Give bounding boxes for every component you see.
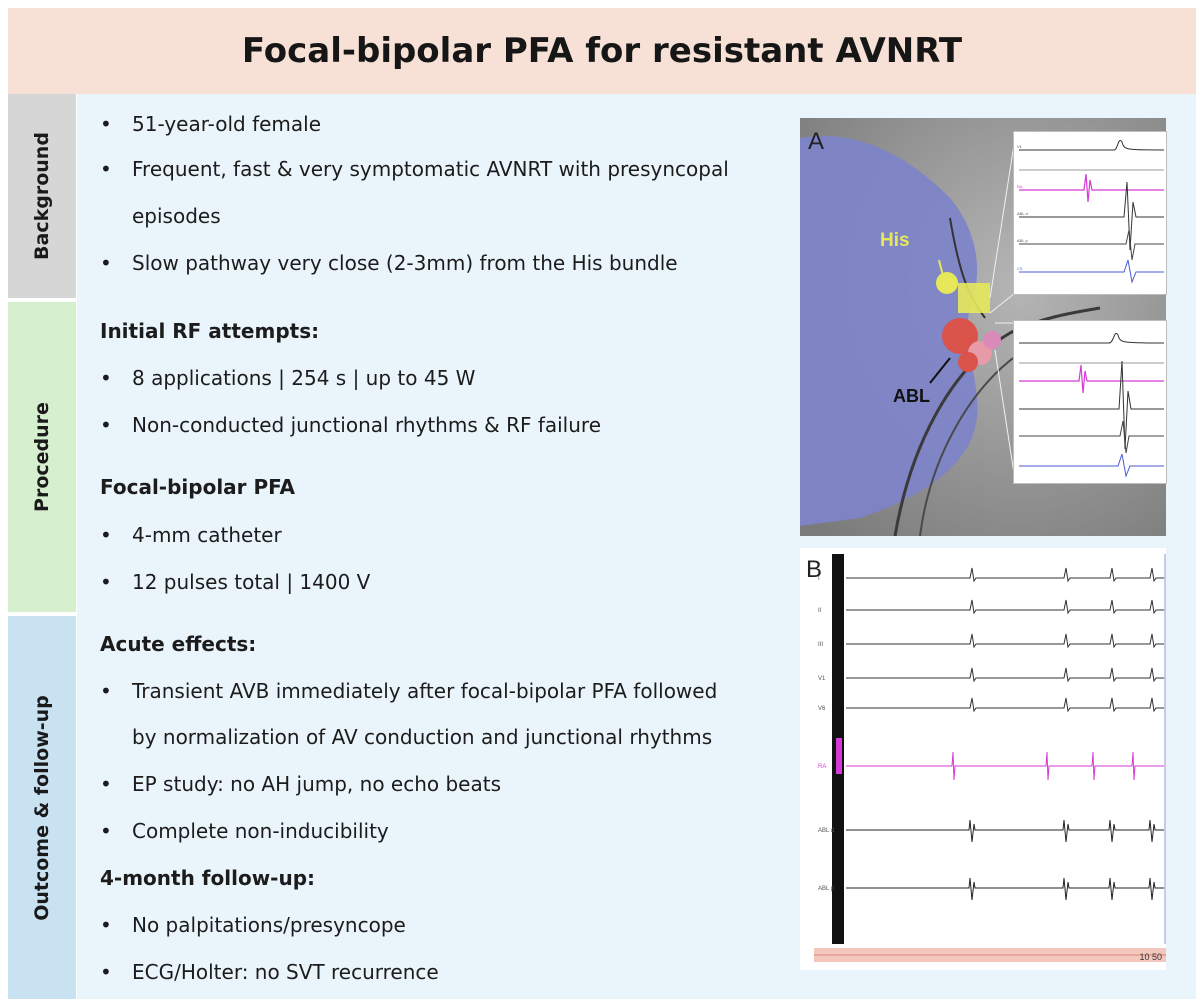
list-item: Transient AVB immediately after focal-bi… [132, 679, 718, 703]
bullet: • [100, 679, 112, 703]
ecg-lead-label: ABL d [818, 828, 834, 834]
list-item-continuation: episodes [132, 204, 221, 228]
his-label: His [880, 230, 910, 251]
inset-lead-label: CS [1017, 266, 1023, 271]
inset-lead-label: ABL d [1017, 211, 1028, 216]
section-tab-background: Background [8, 94, 76, 298]
section-label-outcome: Outcome & follow-up [31, 694, 53, 921]
ecg-trace [846, 567, 1164, 583]
list-item: Slow pathway very close (2-3mm) from the… [132, 251, 678, 275]
acute-heading: Acute effects: [100, 632, 257, 656]
page-title: Focal-bipolar PFA for resistant AVNRT [241, 31, 963, 71]
list-item: Complete non-inducibility [132, 819, 389, 843]
ecg-trace [846, 667, 1164, 683]
bullet: • [100, 366, 112, 390]
bullet: • [100, 112, 112, 136]
ecg-lead-label: V6 [818, 706, 826, 712]
bullet: • [100, 772, 112, 796]
inset-lead-label: ABL p [1017, 238, 1029, 243]
followup-heading: 4-month follow-up: [100, 866, 316, 890]
list-item-continuation: by normalization of AV conduction and ju… [132, 725, 713, 749]
ecg-trace [846, 877, 1164, 901]
list-item: 4-mm catheter [132, 523, 282, 547]
list-item: Frequent, fast & very symptomatic AVNRT … [132, 157, 729, 181]
ecg-lead-label: II [818, 608, 822, 614]
list-item: 8 applications | 254 s | up to 45 W [132, 366, 476, 390]
ecg-trace [846, 751, 1164, 781]
bullet: • [100, 413, 112, 437]
bullet: • [100, 960, 112, 984]
list-item: No palpitations/presyncope [132, 913, 406, 937]
title-bar: Focal-bipolar PFA for resistant AVNRT [8, 8, 1196, 94]
list-item: 51-year-old female [132, 112, 322, 136]
list-item: EP study: no AH jump, no echo beats [132, 772, 501, 796]
egm-traces-upper: V1 RA ABL d ABL p CS [1017, 140, 1165, 284]
ecg-trace [846, 697, 1164, 713]
section-label-procedure: Procedure [31, 402, 54, 512]
egm-inset-lower [1013, 320, 1167, 484]
ecg-trace [846, 633, 1164, 649]
inset-lead-label: V1 [1017, 144, 1023, 149]
egm-inset-upper: V1 RA ABL d ABL p CS [1013, 131, 1167, 295]
timebar-label: 10 50 [1139, 952, 1162, 962]
list-item: Non-conducted junctional rhythms & RF fa… [132, 413, 601, 437]
bullet: • [100, 251, 112, 275]
rf-heading: Initial RF attempts: [100, 319, 320, 343]
ecg-lead-label: RA [818, 764, 826, 770]
bullet: • [100, 570, 112, 594]
bullet: • [100, 523, 112, 547]
panel-b-label: B [806, 556, 823, 583]
ecg-lead-label: V1 [818, 676, 826, 682]
inset-lead-label: RA [1017, 184, 1023, 189]
abl-label: ABL [893, 386, 930, 406]
panel-a-label: A [808, 128, 825, 155]
ecg-trace [846, 819, 1164, 843]
bullet: • [100, 157, 112, 181]
pfa-heading: Focal-bipolar PFA [100, 475, 296, 499]
section-tab-procedure: Procedure [8, 302, 76, 612]
ecg-lead-label: ABL p [818, 886, 835, 892]
section-tab-outcome: Outcome & follow-up [8, 616, 76, 999]
list-item: 12 pulses total | 1400 V [132, 570, 371, 594]
list-item: ECG/Holter: no SVT recurrence [132, 960, 439, 984]
ecg-lead-label: I [818, 576, 820, 582]
bullet: • [100, 819, 112, 843]
bullet: • [100, 913, 112, 937]
section-label-background: Background [31, 132, 54, 260]
ecg-trace [846, 599, 1164, 615]
ecg-lead-label: III [818, 642, 823, 648]
egm-traces-lower [1019, 333, 1165, 478]
